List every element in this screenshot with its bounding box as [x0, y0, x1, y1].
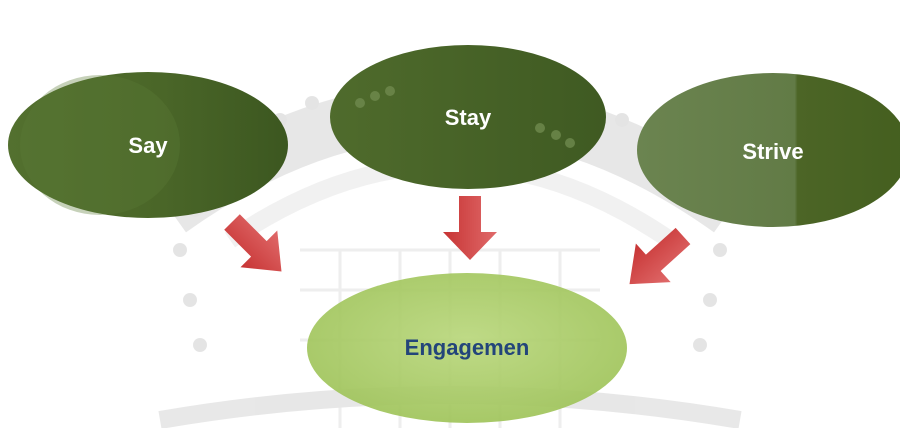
arrow-strive-to-engagement: [629, 227, 691, 285]
node-strive: Strive: [637, 73, 900, 227]
node-engagement-label: Engagemen: [405, 335, 530, 360]
node-say-label: Say: [128, 133, 168, 158]
arrow-say-to-engagement: [224, 214, 282, 272]
node-engagement: Engagemen: [307, 273, 627, 423]
node-strive-label: Strive: [742, 139, 803, 164]
node-say: Say: [8, 72, 288, 218]
node-stay: Stay: [330, 45, 606, 189]
arrow-stay-to-engagement: [443, 196, 497, 260]
node-stay-label: Stay: [445, 105, 492, 130]
